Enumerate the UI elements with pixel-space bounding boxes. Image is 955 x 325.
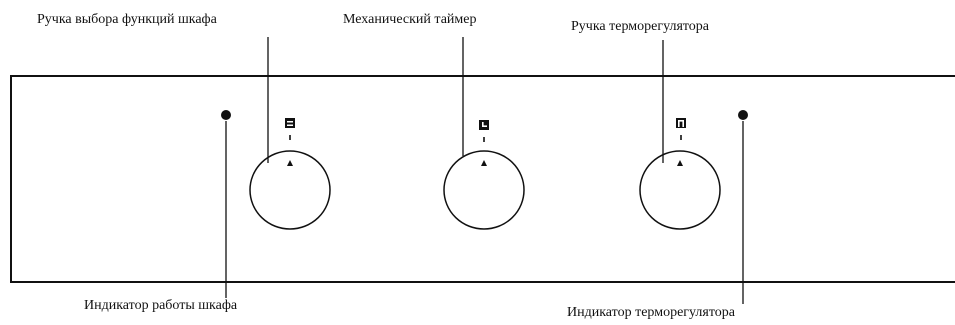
oven-indicator-lamp xyxy=(221,110,231,120)
label-thermostat-indicator: Индикатор терморегулятора xyxy=(567,305,735,320)
mechanical-timer-knob[interactable] xyxy=(443,150,525,230)
control-panel xyxy=(10,75,955,283)
label-oven-indicator: Индикатор работы шкафа xyxy=(84,298,238,313)
thermostat-indicator-lamp xyxy=(738,110,748,120)
thermostat-knob[interactable] xyxy=(639,150,721,230)
label-function-knob: Ручка выбора функций шкафа xyxy=(37,12,217,27)
oven-function-icon xyxy=(285,118,295,140)
label-mechanical-timer: Механический таймер xyxy=(343,12,477,27)
function-knob[interactable] xyxy=(249,150,331,230)
thermometer-icon xyxy=(676,118,686,140)
label-thermostat-knob: Ручка терморегулятора xyxy=(571,19,710,34)
clock-icon xyxy=(479,120,489,142)
